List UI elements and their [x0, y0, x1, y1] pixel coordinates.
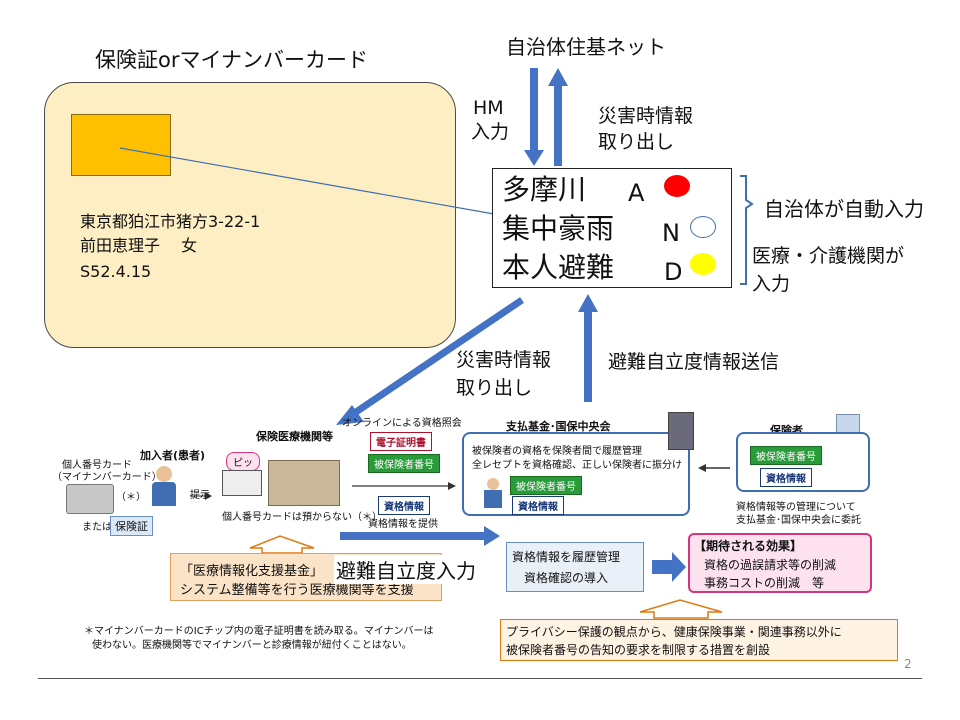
card-reader-icon	[222, 470, 262, 496]
disaster-diagonal-arrow	[336, 297, 524, 425]
disaster-retrieve-line1: 災害時情報	[456, 349, 552, 371]
mynumber-card-title1: 個人番号カード	[62, 460, 132, 471]
or-text: または	[82, 522, 112, 533]
insurance-card-tag: 保険証	[110, 516, 153, 536]
fund-building-icon	[668, 412, 694, 450]
white-status-dot-icon	[690, 216, 716, 238]
page-number: 2	[904, 657, 912, 671]
expected-effect-box	[688, 533, 872, 593]
not-kept-note: 個人番号カードは預からない（＊）	[222, 512, 382, 523]
ic-chip-icon	[71, 114, 171, 176]
status-row-event: 集中豪雨	[502, 212, 615, 245]
status-row-evacuation: 本人避難	[502, 251, 615, 284]
insurer-qual-tag: 資格情報	[760, 468, 812, 487]
insurer-insured-tag: 被保険者番号	[750, 446, 822, 465]
expected-effect-title: 【期待される効果】	[694, 539, 803, 553]
chip-connector-line	[119, 147, 495, 215]
evacuation-input-label: 避難自立度入力	[334, 555, 478, 584]
footnote-line-1: ＊マイナンバーカードのICチップ内の電子証明書を読み取る。マイナンバーは	[84, 626, 434, 637]
privacy-text-1: プライバシー保護の観点から、健康保険事業・関連事務以外に	[506, 625, 842, 639]
fund-insured-tag: 被保険者番号	[510, 476, 582, 495]
auto-input-brace	[740, 175, 754, 285]
fund-text-2: 全レセプトを資格確認、正しい保険者に振分け	[472, 460, 682, 471]
effect-line-2: 事務コストの削減 等	[704, 576, 825, 590]
privacy-text-2: 被保険者番号の告知の要求を制限する措置を創設	[506, 643, 771, 657]
delegate-text-1: 資格情報等の管理について	[736, 502, 856, 513]
present-label: 提示	[190, 490, 210, 501]
footer-divider	[38, 678, 922, 679]
card-address: 東京都狛江市猪方3-22-1	[80, 212, 261, 231]
medical-input-line2: 入力	[752, 273, 791, 295]
mynumber-card-icon	[66, 484, 114, 514]
auto-input-label: 自治体が自動入力	[764, 197, 924, 221]
patient-person-icon	[152, 466, 176, 506]
card-title: 保険証orマイナンバーカード	[95, 48, 369, 72]
yellow-status-dot-icon	[690, 253, 716, 275]
insured-number-tag: 被保険者番号	[368, 454, 440, 473]
history-mgmt-text: 資格情報を履歴管理	[512, 550, 621, 564]
pip-bubble: ピッ	[226, 452, 260, 471]
support-text-1: 「医療情報化支援基金」	[180, 564, 324, 579]
fund-title: 支払基金･国保中央会	[506, 420, 611, 433]
qual-confirm-text: 資格確認の導入	[524, 571, 609, 585]
medical-institution-label: 保険医療機関等	[256, 430, 333, 443]
qual-info-tag: 資格情報	[378, 496, 430, 515]
fund-staff-icon	[484, 478, 502, 508]
hm-label-line1: HM	[473, 97, 504, 119]
disaster-up-arrow	[548, 68, 568, 166]
history-mgmt-box	[506, 542, 644, 592]
disaster-out-line2: 取り出し	[598, 131, 675, 153]
status-code-n: N	[662, 219, 680, 247]
hm-down-arrow	[524, 68, 544, 166]
footnote-line-2: 使わない。医療機関等でマイナンバーと診療情報が紐付くことはない。	[92, 640, 412, 651]
cert-tag: 電子証明書	[370, 432, 432, 451]
status-code-d: D	[664, 258, 683, 286]
effect-line-1: 資格の過誤請求等の削減	[704, 558, 837, 572]
provide-label: 資格情報を提供	[368, 519, 438, 530]
fund-text-1: 被保険者の資格を保険者間で履歴管理	[472, 446, 642, 457]
privacy-box	[500, 619, 898, 661]
mynumber-card-title2: （マイナンバーカード）	[52, 472, 162, 483]
hospital-building-icon	[268, 460, 340, 506]
delegate-text-2: 支払基金･国保中央会に委託	[736, 515, 861, 526]
disaster-out-line1: 災害時情報	[598, 105, 694, 127]
medical-input-line1: 医療・介護機関が	[752, 245, 905, 267]
red-status-dot-icon	[664, 175, 690, 197]
hm-label-line2: 入力	[471, 121, 510, 143]
status-row-location: 多摩川	[502, 173, 587, 206]
support-text-2: システム整備等を行う医療機関等を支援	[180, 583, 414, 598]
fund-qual-tag: 資格情報	[512, 496, 564, 515]
network-title: 自治体住基ネット	[506, 35, 666, 59]
card-birthdate: S52.4.15	[80, 262, 152, 281]
card-name: 前田恵理子 女	[80, 236, 198, 255]
send-up-arrow	[578, 294, 598, 402]
status-code-a: A	[628, 179, 645, 207]
online-query-title: オンラインによる資格照会	[342, 418, 462, 429]
card-asterisk: （＊）	[116, 492, 146, 503]
member-label: 加入者(患者)	[140, 449, 206, 462]
send-info-label: 避難自立度情報送信	[608, 351, 780, 373]
disaster-retrieve-line2: 取り出し	[456, 377, 533, 399]
